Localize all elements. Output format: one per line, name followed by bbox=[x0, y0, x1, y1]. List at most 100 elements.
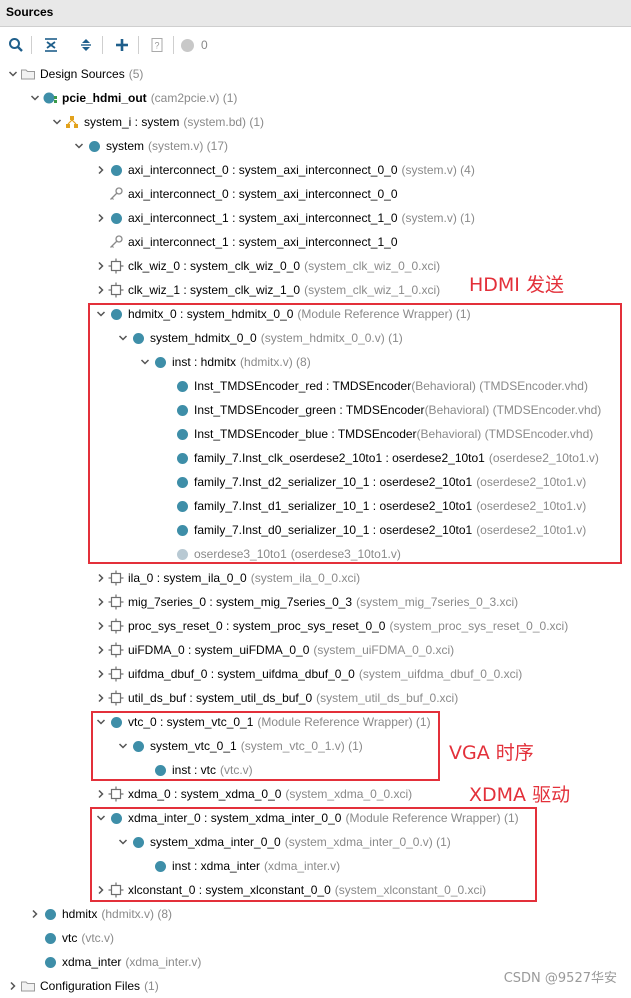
chevron-down-icon[interactable] bbox=[94, 806, 108, 830]
tree-row-content: axi_interconnect_0 : system_axi_intercon… bbox=[94, 182, 398, 206]
module-dot-icon bbox=[130, 834, 146, 850]
tree-row[interactable]: Configuration Files(1) bbox=[0, 974, 631, 998]
tree-item-source-info: (Module Reference Wrapper) (1) bbox=[297, 307, 471, 321]
module-dot-icon bbox=[174, 474, 190, 490]
chevron-right-icon[interactable] bbox=[94, 782, 108, 806]
tree-item-label: Inst_TMDSEncoder_green : TMDSEncoder bbox=[194, 403, 425, 417]
chevron-right-icon[interactable] bbox=[94, 566, 108, 590]
chevron-right-icon[interactable] bbox=[94, 158, 108, 182]
chevron-right-icon[interactable] bbox=[94, 686, 108, 710]
chevron-right-icon[interactable] bbox=[94, 614, 108, 638]
module-dot-icon bbox=[42, 954, 58, 970]
tree-row[interactable]: proc_sys_reset_0 : system_proc_sys_reset… bbox=[0, 614, 631, 638]
chevron-down-icon[interactable] bbox=[116, 734, 130, 758]
search-icon[interactable] bbox=[6, 35, 26, 55]
chevron-right-icon[interactable] bbox=[6, 974, 20, 998]
tree-row[interactable]: system_hdmitx_0_0(system_hdmitx_0_0.v) (… bbox=[0, 326, 631, 350]
tree-item-source-info: (oserdese2_10to1.v) bbox=[476, 475, 587, 489]
tree-row-content: system_xdma_inter_0_0(system_xdma_inter_… bbox=[116, 830, 451, 854]
tree-row[interactable]: hdmitx(hdmitx.v) (8) bbox=[0, 902, 631, 926]
tree-row[interactable]: Inst_TMDSEncoder_green : TMDSEncoder(Beh… bbox=[0, 398, 631, 422]
tree-row[interactable]: xdma_inter(xdma_inter.v) bbox=[0, 950, 631, 974]
ip-core-icon bbox=[108, 258, 124, 274]
tree-item-label: system bbox=[106, 139, 145, 153]
tree-row[interactable]: system(system.v) (17) bbox=[0, 134, 631, 158]
tree-row-content: xdma_inter(xdma_inter.v) bbox=[28, 950, 201, 974]
tree-row[interactable]: inst : xdma_inter(xdma_inter.v) bbox=[0, 854, 631, 878]
tree-row[interactable]: uifdma_dbuf_0 : system_uifdma_dbuf_0_0(s… bbox=[0, 662, 631, 686]
chevron-right-icon[interactable] bbox=[94, 590, 108, 614]
tree-row[interactable]: family_7.Inst_d2_serializer_10_1 : oserd… bbox=[0, 470, 631, 494]
tree-row[interactable]: system_vtc_0_1(system_vtc_0_1.v) (1) bbox=[0, 734, 631, 758]
tree-row[interactable]: system_i : system(system.bd) (1) bbox=[0, 110, 631, 134]
tree-row[interactable]: Inst_TMDSEncoder_red : TMDSEncoder(Behav… bbox=[0, 374, 631, 398]
tree-row[interactable]: ila_0 : system_ila_0_0(system_ila_0_0.xc… bbox=[0, 566, 631, 590]
chevron-right-icon[interactable] bbox=[94, 254, 108, 278]
chevron-right-icon[interactable] bbox=[94, 638, 108, 662]
tree-item-label: vtc_0 : system_vtc_0_1 bbox=[128, 715, 254, 729]
chevron-down-icon[interactable] bbox=[94, 302, 108, 326]
tree-row[interactable]: axi_interconnect_1 : system_axi_intercon… bbox=[0, 230, 631, 254]
tree-row[interactable]: mig_7series_0 : system_mig_7series_0_3(s… bbox=[0, 590, 631, 614]
tree-row[interactable]: inst : vtc(vtc.v) bbox=[0, 758, 631, 782]
chevron-down-icon[interactable] bbox=[94, 710, 108, 734]
add-icon[interactable] bbox=[112, 35, 132, 55]
chevron-right-icon[interactable] bbox=[94, 206, 108, 230]
tree-row[interactable]: hdmitx_0 : system_hdmitx_0_0(Module Refe… bbox=[0, 302, 631, 326]
tree-row[interactable]: xdma_inter_0 : system_xdma_inter_0_0(Mod… bbox=[0, 806, 631, 830]
expand-all-icon[interactable] bbox=[76, 35, 96, 55]
tree-row[interactable]: axi_interconnect_0 : system_axi_intercon… bbox=[0, 182, 631, 206]
tree-row[interactable]: xdma_0 : system_xdma_0_0(system_xdma_0_0… bbox=[0, 782, 631, 806]
folder-icon bbox=[20, 66, 36, 82]
tree-row[interactable]: Inst_TMDSEncoder_blue : TMDSEncoder(Beha… bbox=[0, 422, 631, 446]
tree-row[interactable]: oserdese3_10to1(oserdese3_10to1.v) bbox=[0, 542, 631, 566]
tree-row[interactable]: xlconstant_0 : system_xlconstant_0_0(sys… bbox=[0, 878, 631, 902]
tree-row[interactable]: clk_wiz_0 : system_clk_wiz_0_0(system_cl… bbox=[0, 254, 631, 278]
chevron-down-icon[interactable] bbox=[50, 110, 64, 134]
chevron-right-icon[interactable] bbox=[94, 878, 108, 902]
tree-row[interactable]: family_7.Inst_d1_serializer_10_1 : oserd… bbox=[0, 494, 631, 518]
chevron-right-icon[interactable] bbox=[94, 662, 108, 686]
tree-item-label: clk_wiz_0 : system_clk_wiz_0_0 bbox=[128, 259, 301, 273]
collapse-all-icon[interactable] bbox=[41, 35, 61, 55]
tree-row[interactable]: inst : hdmitx(hdmitx.v) (8) bbox=[0, 350, 631, 374]
tree-row[interactable]: family_7.Inst_d0_serializer_10_1 : oserd… bbox=[0, 518, 631, 542]
chevron-right-icon[interactable] bbox=[28, 902, 42, 926]
chevron-down-icon[interactable] bbox=[138, 350, 152, 374]
tree-row-content: axi_interconnect_0 : system_axi_intercon… bbox=[94, 158, 475, 182]
tree-item-source-info: (system_proc_sys_reset_0_0.xci) bbox=[389, 619, 569, 633]
module-dot-icon bbox=[152, 354, 168, 370]
tree-item-label: pcie_hdmi_out bbox=[62, 91, 147, 105]
tree-row[interactable]: util_ds_buf : system_util_ds_buf_0(syste… bbox=[0, 686, 631, 710]
tree-row[interactable]: family_7.Inst_clk_oserdese2_10to1 : oser… bbox=[0, 446, 631, 470]
chevron-down-icon[interactable] bbox=[72, 134, 86, 158]
tree-item-label: family_7.Inst_d1_serializer_10_1 : oserd… bbox=[194, 499, 473, 513]
ip-core-icon bbox=[108, 690, 124, 706]
tree-row[interactable]: vtc_0 : system_vtc_0_1(Module Reference … bbox=[0, 710, 631, 734]
chevron-down-icon[interactable] bbox=[6, 62, 20, 86]
tree-row[interactable]: axi_interconnect_0 : system_axi_intercon… bbox=[0, 158, 631, 182]
tree-row-content: system(system.v) (17) bbox=[72, 134, 228, 158]
tree-row[interactable]: Design Sources(5) bbox=[0, 62, 631, 86]
tree-row[interactable]: uiFDMA_0 : system_uiFDMA_0_0(system_uiFD… bbox=[0, 638, 631, 662]
tree-row[interactable]: vtc(vtc.v) bbox=[0, 926, 631, 950]
tree-row[interactable]: system_xdma_inter_0_0(system_xdma_inter_… bbox=[0, 830, 631, 854]
toolbar-separator bbox=[102, 36, 103, 54]
ip-core-icon bbox=[108, 666, 124, 682]
tree-item-label: Design Sources bbox=[40, 67, 125, 81]
tree-row[interactable]: axi_interconnect_1 : system_axi_intercon… bbox=[0, 206, 631, 230]
watermark: CSDN @9527华安 bbox=[503, 971, 617, 986]
module-dot-icon bbox=[108, 810, 124, 826]
chevron-down-icon[interactable] bbox=[116, 326, 130, 350]
tree-row-content: clk_wiz_1 : system_clk_wiz_1_0(system_cl… bbox=[94, 278, 440, 302]
vga-annotation: VGA 时序 bbox=[449, 742, 534, 764]
chevron-right-icon[interactable] bbox=[94, 278, 108, 302]
chevron-down-icon[interactable] bbox=[28, 86, 42, 110]
messages-count-badge[interactable]: 0 bbox=[181, 35, 215, 55]
tree-row[interactable]: clk_wiz_1 : system_clk_wiz_1_0(system_cl… bbox=[0, 278, 631, 302]
tree-row[interactable]: pcie_hdmi_out(cam2pcie.v) (1) bbox=[0, 86, 631, 110]
module-dot-icon bbox=[174, 498, 190, 514]
chevron-down-icon[interactable] bbox=[116, 830, 130, 854]
properties-icon[interactable]: ? bbox=[147, 35, 167, 55]
tree-item-label: system_vtc_0_1 bbox=[150, 739, 237, 753]
